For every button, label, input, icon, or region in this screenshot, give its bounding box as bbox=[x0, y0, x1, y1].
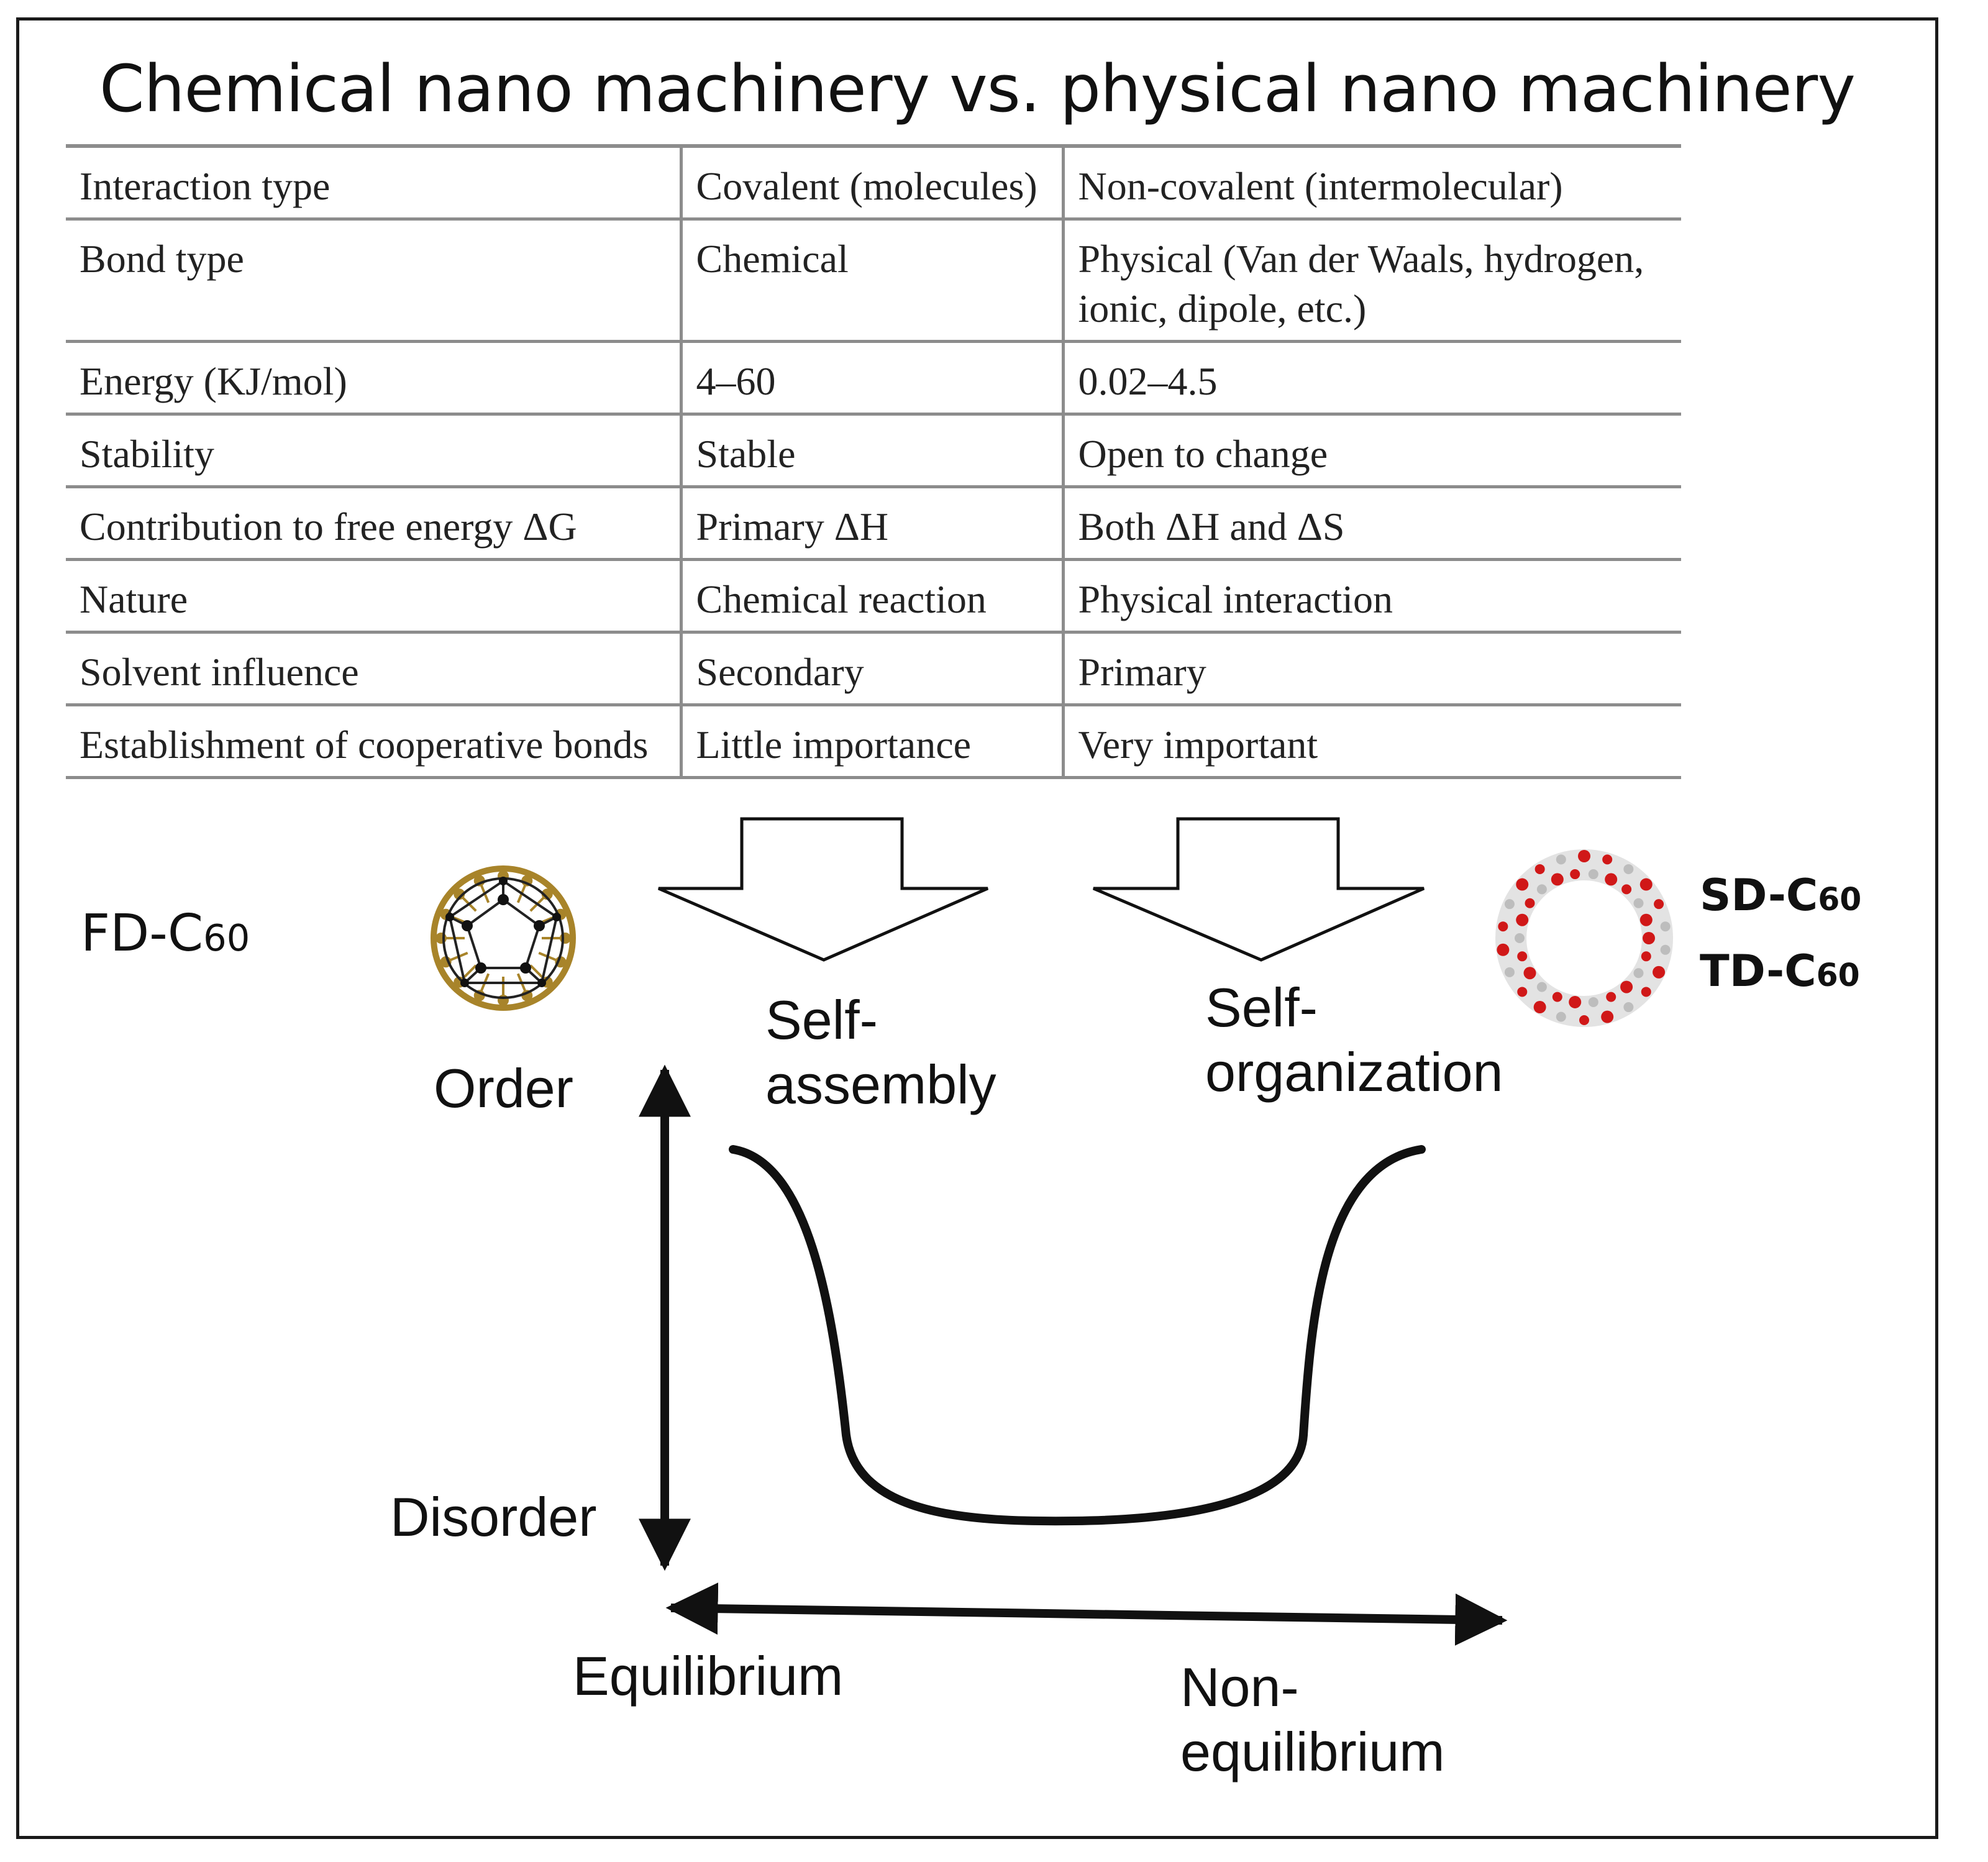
row-label: Contribution to free energy ΔG bbox=[66, 486, 681, 561]
noncovalent-cell: 0.02–4.5 bbox=[1061, 341, 1681, 416]
row-label: Stability bbox=[66, 414, 681, 488]
row-label: Nature bbox=[66, 559, 681, 634]
noncovalent-cell: Non-covalent (intermolecular) bbox=[1061, 144, 1681, 221]
covalent-cell: Chemical bbox=[679, 219, 1063, 343]
covalent-cell: Chemical reaction bbox=[679, 559, 1063, 634]
equilibrium-axis bbox=[665, 1582, 1508, 1646]
fd-c60-molecule-icon bbox=[431, 865, 576, 1011]
noncovalent-cell: Primary bbox=[1061, 632, 1681, 706]
self-organization-block-arrow bbox=[1093, 817, 1425, 962]
td-c60-label: TD-C60 bbox=[1700, 946, 1860, 997]
covalent-cell: Secondary bbox=[679, 632, 1063, 706]
noncovalent-cell: Open to change bbox=[1061, 414, 1681, 488]
row-label: Interaction type bbox=[66, 144, 681, 221]
row-label: Bond type bbox=[66, 219, 681, 343]
noncovalent-cell: Both ΔH and ΔS bbox=[1061, 486, 1681, 561]
self-organization-label: Self-organization bbox=[1205, 977, 1503, 1103]
covalent-cell: Primary ΔH bbox=[679, 486, 1063, 561]
order-label: Order bbox=[434, 1057, 573, 1119]
noncovalent-cell: Physical (Van der Waals, hydrogen, ionic… bbox=[1061, 219, 1681, 343]
covalent-cell: Covalent (molecules) bbox=[679, 144, 1063, 221]
row-label: Solvent influence bbox=[66, 632, 681, 706]
self-assembly-block-arrow bbox=[658, 817, 988, 962]
covalent-cell: 4–60 bbox=[679, 341, 1063, 416]
figure-frame bbox=[16, 17, 1938, 1839]
disorder-label: Disorder bbox=[390, 1486, 597, 1548]
row-label: Establishment of cooperative bonds bbox=[66, 705, 681, 779]
fd-c60-label: FD-C60 bbox=[81, 904, 250, 963]
page-title: Chemical nano machinery vs. physical nan… bbox=[99, 51, 1856, 127]
sd-c60-label: SD-C60 bbox=[1700, 870, 1862, 921]
landscape-curve bbox=[729, 1145, 1426, 1526]
non-equilibrium-label: Non-equilibrium bbox=[1180, 1656, 1445, 1782]
covalent-cell: Little importance bbox=[679, 705, 1063, 779]
row-label: Energy (KJ/mol) bbox=[66, 341, 681, 416]
covalent-cell: Stable bbox=[679, 414, 1063, 488]
sd-td-c60-molecule-icon bbox=[1495, 849, 1673, 1027]
noncovalent-cell: Physical interaction bbox=[1061, 559, 1681, 634]
equilibrium-label: Equilibrium bbox=[573, 1645, 844, 1707]
self-assembly-label: Self-assembly bbox=[765, 989, 996, 1115]
noncovalent-cell: Very important bbox=[1061, 705, 1681, 779]
